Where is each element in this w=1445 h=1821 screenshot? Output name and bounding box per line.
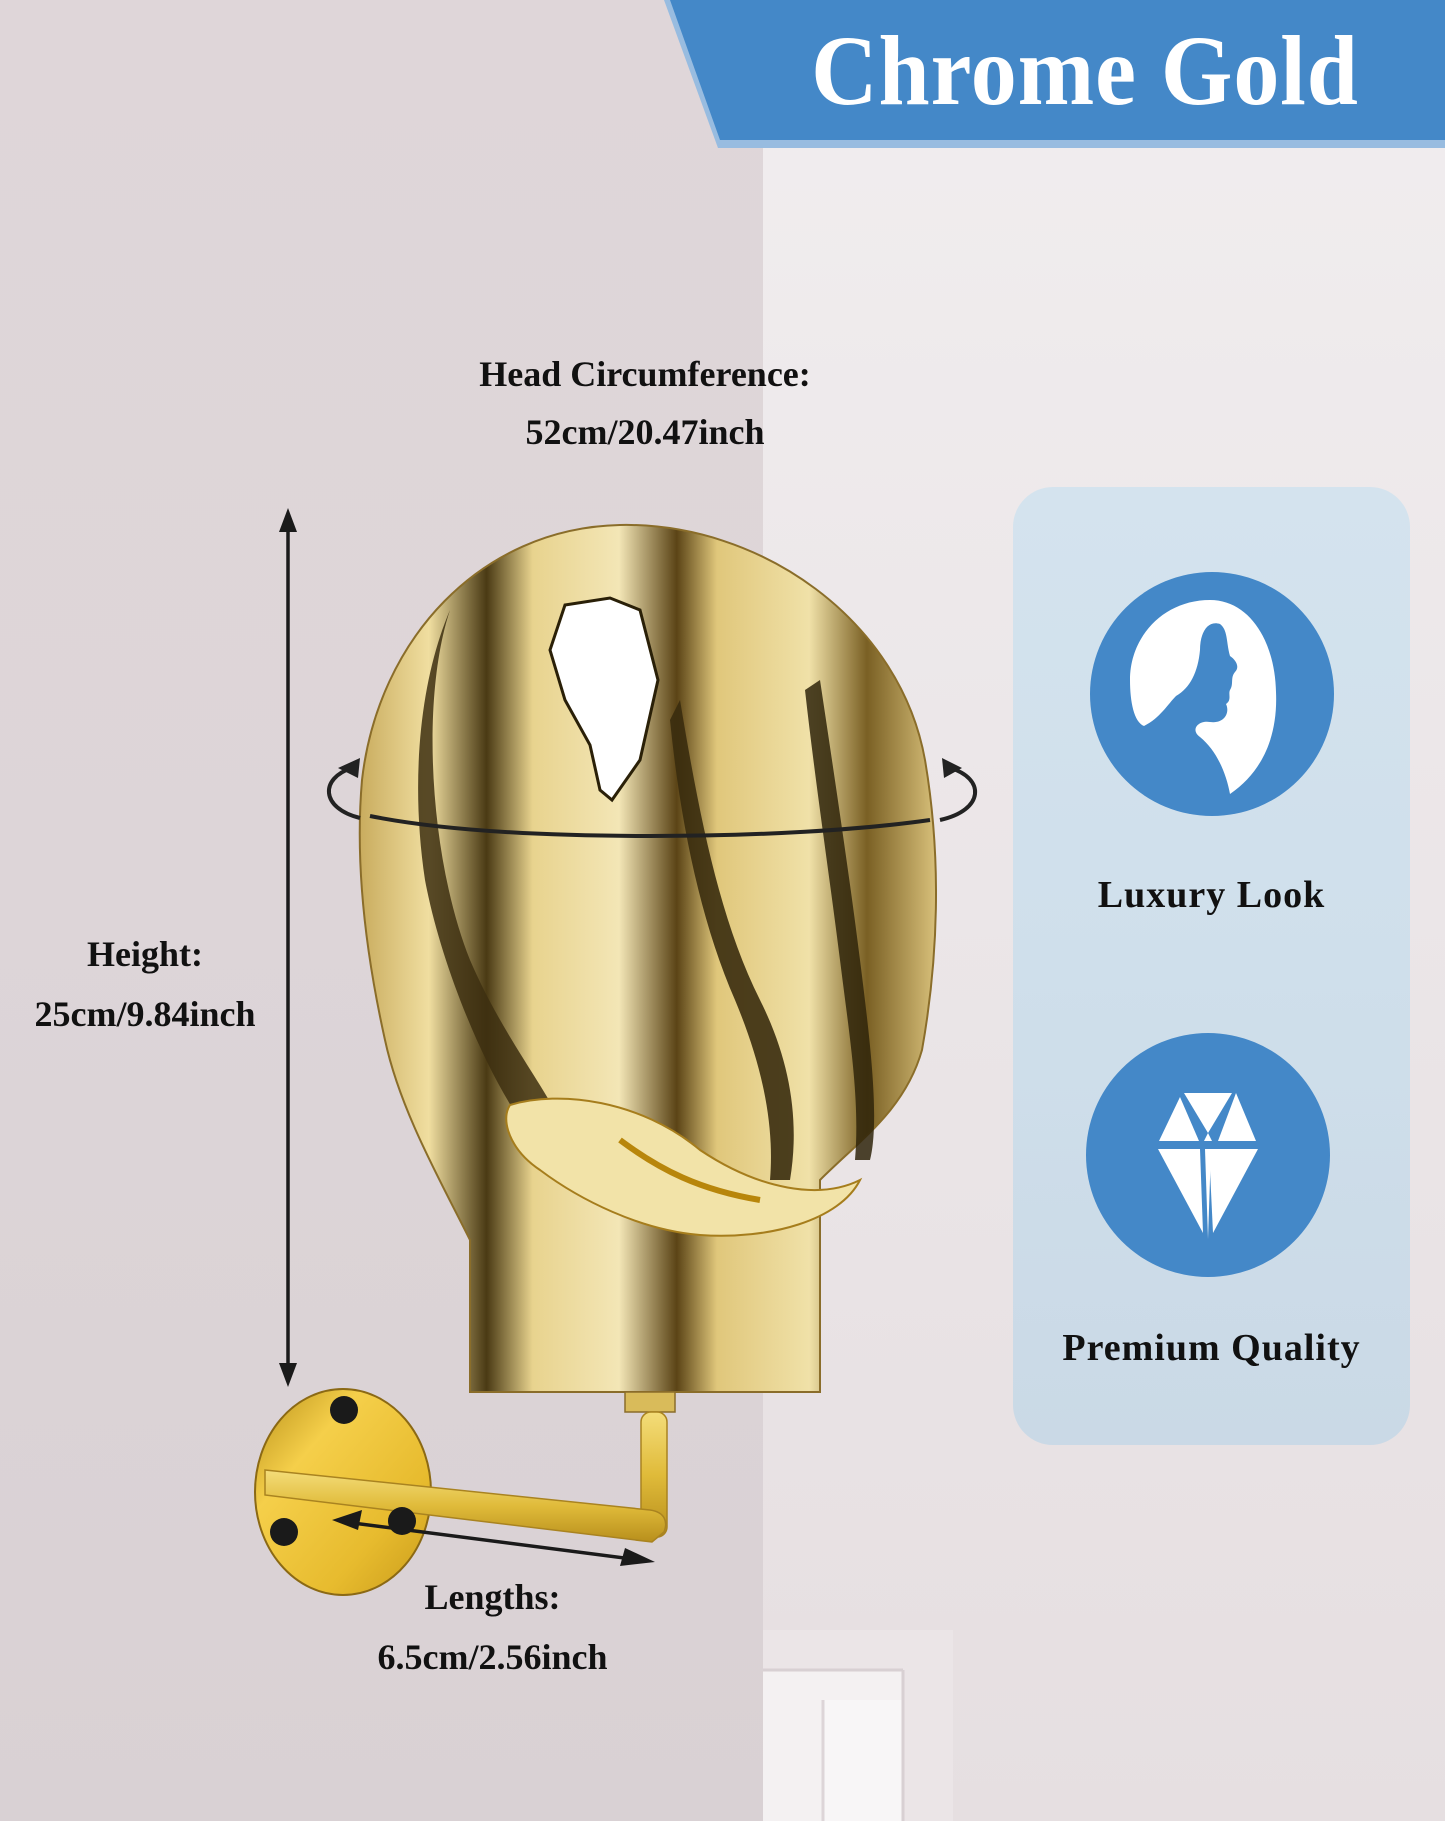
length-label-title: Lengths: — [424, 1577, 561, 1617]
diamond-icon — [1158, 1093, 1258, 1239]
feature-label-luxury: Luxury Look — [1097, 874, 1326, 916]
head-shape — [358, 523, 938, 1393]
circumference-label-title: Head Circumference: — [479, 354, 811, 394]
circumference-label-value: 52cm/20.47inch — [525, 412, 765, 452]
woman-profile-icon — [1130, 600, 1277, 794]
door-frame-moulding — [763, 1630, 953, 1821]
height-label-value: 25cm/9.84inch — [34, 994, 256, 1034]
title-banner: Chrome Gold — [0, 0, 1445, 150]
length-label: Lengths: 6.5cm/2.56inch — [340, 1575, 645, 1679]
features-panel: Luxury Look — [1013, 487, 1410, 1445]
circumference-label: Head Circumference: 52cm/20.47inch — [440, 352, 850, 454]
screw-hole — [270, 1518, 298, 1546]
height-label: Height: 25cm/9.84inch — [10, 932, 280, 1036]
feature-icon-circle — [1090, 572, 1334, 816]
height-arrow — [279, 508, 297, 1387]
height-label-title: Height: — [87, 934, 203, 974]
feature-icon-circle — [1086, 1033, 1330, 1277]
feature-label-premium: Premium Quality — [1062, 1327, 1361, 1369]
banner-title: Chrome Gold — [811, 15, 1359, 126]
length-label-value: 6.5cm/2.56inch — [377, 1637, 608, 1677]
screw-hole — [330, 1396, 358, 1424]
mount-arm — [264, 1469, 667, 1543]
length-arrow — [332, 1510, 655, 1566]
circumference-ring-arrow — [326, 758, 978, 839]
mount-nut — [624, 1391, 676, 1413]
banner-shape — [664, 0, 1445, 148]
